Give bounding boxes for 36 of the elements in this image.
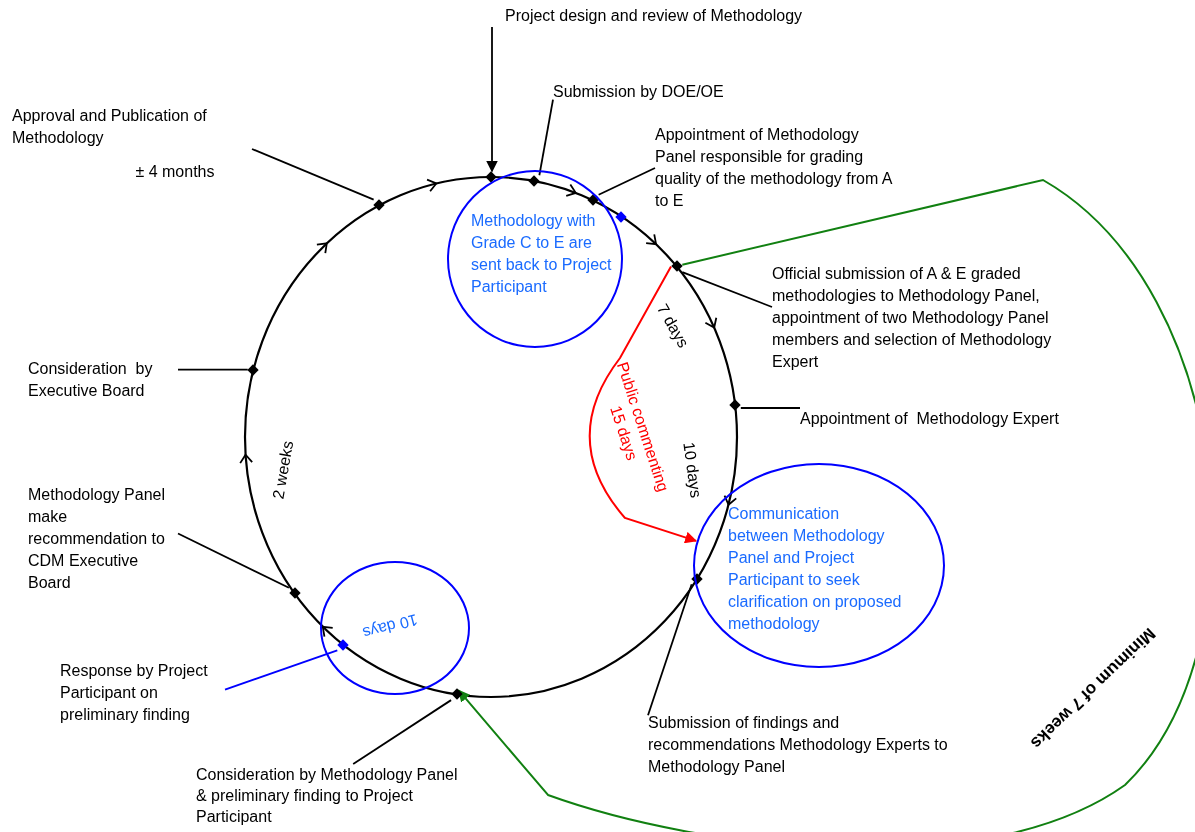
duration-label: ± 4 months — [135, 162, 215, 182]
step-marker — [288, 587, 301, 600]
step-text: Official submission of A & E graded methodologies to Methodology Panel, appointment of two Methodology Panel members and selection of Methodology Expert — [772, 264, 1053, 372]
step-text: Appointment of Methodology Expert — [800, 409, 1060, 429]
step-text: Consideration by Methodology Panel & preliminary finding to Project Participant — [196, 765, 458, 827]
leader-line — [224, 649, 339, 691]
duration-label: 2 weeks — [268, 439, 297, 501]
leader-line — [251, 148, 375, 201]
duration-arrow — [588, 265, 698, 544]
leader-line — [177, 532, 290, 589]
step-text: Consideration by Executive Board — [28, 359, 154, 401]
step-marker — [615, 210, 627, 223]
step-text: Methodology Panel make recommendation to CDM Executive Board — [28, 485, 166, 593]
leader-line — [597, 167, 656, 196]
step-text: Appointment of Methodology Panel responsible for grading quality of the methodology from A to E — [655, 125, 894, 211]
leader-line — [681, 271, 773, 308]
step-text: Submission by DOE/OE — [553, 82, 725, 102]
step-text: Approval and Publication of Methodology — [12, 106, 208, 148]
loop-text: Methodology with Grade C to E are sent back to Project Participant — [471, 211, 613, 297]
leader-line — [739, 407, 801, 409]
step-text: Project design and review of Methodology — [505, 6, 804, 26]
loop-text: Communication between Methodology Panel and Project Participant to seek clarification on proposed methodology — [728, 504, 903, 634]
step-text: Response by Project Participant on preliminary finding — [60, 661, 209, 725]
leader-line — [352, 699, 452, 765]
step-text: Submission of findings and recommendations Methodology Experts to Methodology Panel — [648, 713, 949, 777]
leader-line — [486, 26, 498, 173]
step-marker — [671, 260, 683, 273]
duration-arrow — [457, 179, 1195, 832]
step-marker — [373, 199, 385, 211]
duration-label: 10 days — [679, 440, 706, 500]
loop-text: 10 days — [360, 610, 420, 644]
step-marker — [451, 688, 463, 701]
step-marker — [729, 399, 741, 411]
leader-line — [538, 98, 554, 177]
leader-line — [177, 368, 249, 371]
step-marker — [247, 364, 260, 376]
